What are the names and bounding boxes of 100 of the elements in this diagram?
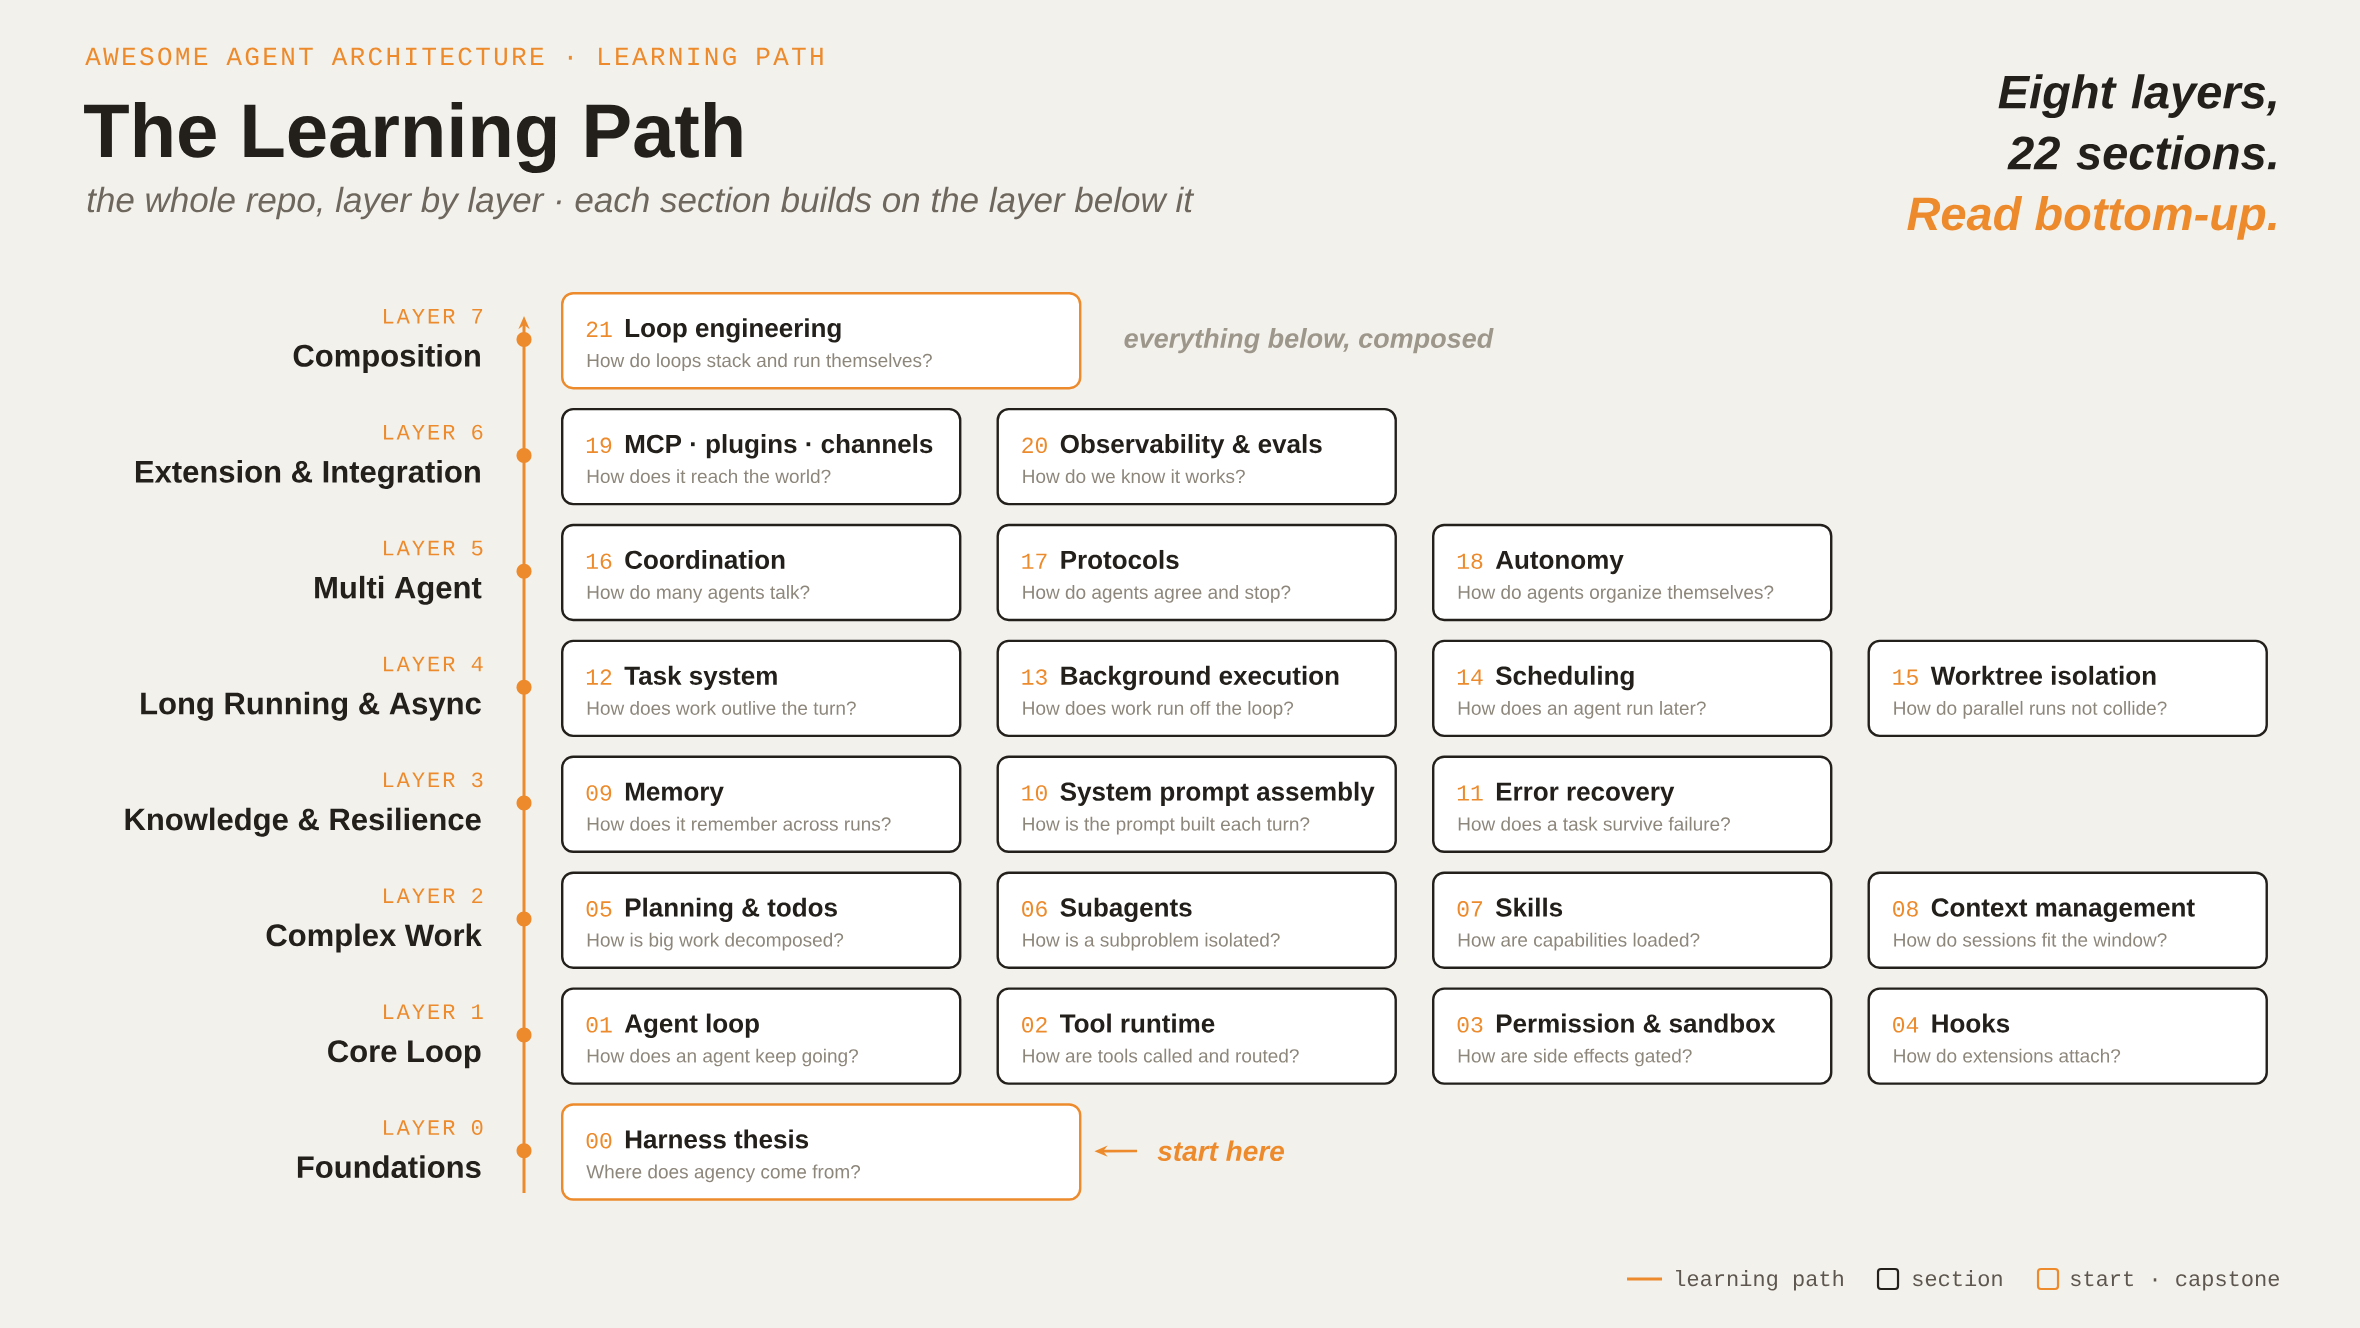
headline-note: Read bottom-up.: [1907, 195, 2276, 240]
section-number: 21: [586, 321, 612, 337]
layer-tag: LAYER 6: [384, 424, 483, 440]
section-number: 02: [1022, 1017, 1047, 1033]
section-title: Observability & evals: [1060, 434, 1322, 459]
section-question: How does it reach the world?: [587, 469, 831, 484]
section-box: [996, 987, 1397, 1085]
section-box: [1867, 871, 2268, 969]
section-box: [1867, 639, 2268, 738]
section-title: Loop engineering: [625, 318, 841, 343]
section-number: 08: [1893, 901, 1918, 917]
section-question: How do agents agree and stop?: [1023, 585, 1291, 603]
section-number: 00: [586, 1132, 612, 1149]
section-box: [561, 987, 962, 1085]
layer-name: Extension & Integration: [135, 459, 480, 489]
section-question: How does it remember across runs?: [587, 816, 891, 831]
layer-name: Composition: [293, 344, 480, 373]
section-title: Task system: [624, 665, 777, 691]
section-title: Subagents: [1060, 897, 1192, 922]
layer-tag: LAYER 1: [384, 1004, 483, 1019]
section-number: 19: [586, 437, 612, 454]
layer-name: Knowledge & Resilience: [125, 807, 481, 837]
section-question: How does an agent keep going?: [587, 1048, 858, 1067]
section-question: How does a task survive failure?: [1458, 816, 1730, 831]
section-number: 11: [1457, 785, 1483, 801]
section-box: [996, 523, 1397, 622]
section-box: [1432, 871, 1833, 969]
section-question: How does an agent run later?: [1458, 700, 1706, 719]
legend-label: section: [1913, 1270, 2002, 1287]
layer-tag: LAYER 2: [384, 888, 483, 903]
section-number: 12: [586, 669, 612, 685]
section-title: Tool runtime: [1060, 1013, 1215, 1033]
section-box: [996, 639, 1397, 738]
section-number: 06: [1022, 901, 1047, 917]
subtitle: the whole repo, layer by layer · each section builds on the layer below it: [87, 186, 1195, 220]
section-box: [1432, 639, 1833, 738]
section-number: 10: [1022, 785, 1047, 801]
layer-name: Foundations: [297, 1155, 481, 1179]
section-box: [1432, 987, 1833, 1085]
section-box: [1432, 523, 1833, 622]
layer-tag: LAYER 0: [384, 1120, 483, 1135]
section-number: 13: [1022, 669, 1047, 685]
section-question: How are tools called and routed?: [1023, 1048, 1299, 1063]
section-title: Error recovery: [1496, 782, 1675, 806]
layer-tag: LAYER 4: [384, 656, 483, 672]
section-question: How do sessions fit the window?: [1894, 932, 2167, 947]
start-label: start here: [1157, 1140, 1284, 1162]
section-box: [561, 292, 1082, 390]
legend-label: learning path: [1676, 1270, 1843, 1291]
section-title: Memory: [625, 782, 724, 806]
section-title: Coordination: [625, 549, 785, 570]
title: The Learning Path: [84, 101, 742, 174]
section-number: 03: [1457, 1017, 1483, 1033]
section-title: System prompt assembly: [1060, 781, 1375, 806]
section-box: [996, 871, 1397, 969]
section-number: 16: [586, 553, 612, 569]
section-question: How do many agents talk?: [587, 585, 810, 603]
section-box: [1432, 755, 1833, 853]
section-question: Where does agency come from?: [586, 1164, 861, 1183]
section-box: [996, 755, 1397, 853]
section-title: Harness thesis: [625, 1129, 809, 1149]
section-title: Worktree isolation: [1930, 665, 2156, 685]
layer-name: Complex Work: [266, 923, 482, 953]
section-question: How do parallel runs not collide?: [1894, 700, 2167, 719]
section-box: [561, 639, 962, 738]
section-title: MCP · plugins · channels: [625, 434, 933, 459]
legend-label: start · capstone: [2071, 1271, 2279, 1291]
layer-tag: LAYER 3: [384, 772, 483, 788]
section-number: 05: [586, 901, 612, 917]
section-number: 01: [586, 1017, 612, 1033]
section-number: 20: [1022, 437, 1047, 454]
section-title: Context management: [1931, 898, 2195, 922]
section-number: 07: [1457, 901, 1482, 917]
section-number: 15: [1893, 669, 1918, 685]
section-question: How does work outlive the turn?: [587, 700, 856, 715]
section-question: How is the prompt built each turn?: [1023, 816, 1310, 835]
section-box: [1867, 987, 2268, 1085]
section-number: 04: [1893, 1017, 1919, 1033]
section-box: [561, 407, 962, 506]
eyebrow-text: AWESOME AGENT ARCHITECTURE · LEARNING PATH: [85, 47, 823, 66]
section-number: 18: [1457, 553, 1483, 569]
section-number: 17: [1022, 553, 1047, 569]
section-question: How are capabilities loaded?: [1458, 932, 1700, 951]
section-title: Hooks: [1932, 1013, 2010, 1033]
section-title: Skills: [1495, 897, 1563, 917]
section-title: Planning & todos: [625, 897, 837, 922]
side-note: everything below, composed: [1124, 328, 1494, 354]
section-title: Permission & sandbox: [1496, 1013, 1776, 1033]
section-title: Agent loop: [624, 1013, 759, 1038]
section-question: How does work run off the loop?: [1023, 700, 1294, 719]
layer-tag: LAYER 7: [384, 309, 483, 324]
section-title: Background execution: [1061, 665, 1339, 691]
section-title: Autonomy: [1495, 550, 1624, 575]
headline-note: Eight layers, 22 sections.: [1998, 74, 2276, 170]
section-question: How are side effects gated?: [1458, 1048, 1692, 1067]
layer-name: Multi Agent: [315, 575, 482, 605]
section-question: How is big work decomposed?: [587, 932, 844, 951]
section-title: Protocols: [1061, 549, 1179, 570]
section-question: How do we know it works?: [1023, 469, 1245, 484]
section-question: How is a subproblem isolated?: [1023, 932, 1280, 951]
